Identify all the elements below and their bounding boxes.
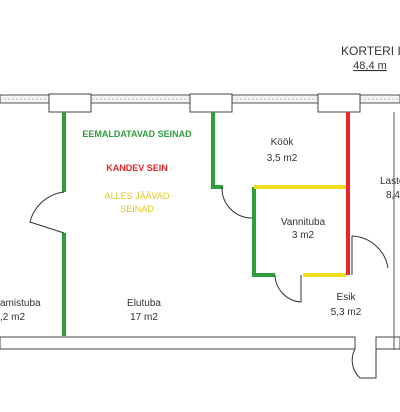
legend-removed-walls: EEMALDATAVAD SEINAD [82, 129, 192, 139]
room-living-room-area: 17 m2 [130, 312, 158, 323]
legend-load-bearing-wall: KANDEV SEIN [106, 163, 168, 173]
outer-bottom-wall [0, 336, 400, 350]
room-living-room-name: Elutuba [127, 298, 161, 309]
room-kitchen-name: Köök [271, 137, 295, 148]
apartment-area: 48,4 m [353, 60, 387, 72]
windows [48, 93, 361, 113]
room-kitchen-area: 3,5 m2 [267, 153, 298, 164]
room-hall-area: 5,3 m2 [331, 307, 362, 318]
entry-door [351, 348, 377, 379]
legend-remaining-walls-line2: SEINAD [120, 204, 154, 214]
removed-walls [62, 112, 275, 336]
window [189, 93, 233, 113]
living-room-door [29, 191, 65, 234]
legend-remaining-walls-line1: ALLES JÄÄVAD [105, 191, 170, 201]
room-bathroom-area: 3 m2 [292, 230, 315, 241]
room-bathroom-name: Vannituba [281, 217, 326, 228]
window [48, 93, 92, 113]
remaining-walls [254, 185, 346, 277]
room-left-name: amistuba [0, 298, 41, 309]
room-left-area: ,2 m2 [0, 312, 25, 323]
hall-door [351, 235, 389, 269]
removed-wall [252, 187, 275, 277]
apartment-title: KORTERI I [341, 44, 400, 58]
bathroom-door [274, 274, 302, 303]
room-hall-name: Esik [337, 292, 357, 303]
window [317, 93, 361, 113]
removed-wall [211, 112, 223, 189]
room-bedroom-name: Lasto [380, 176, 400, 187]
kitchen-door [221, 186, 253, 219]
doors [29, 186, 389, 379]
room-bedroom-area: 8,4 [386, 190, 400, 201]
